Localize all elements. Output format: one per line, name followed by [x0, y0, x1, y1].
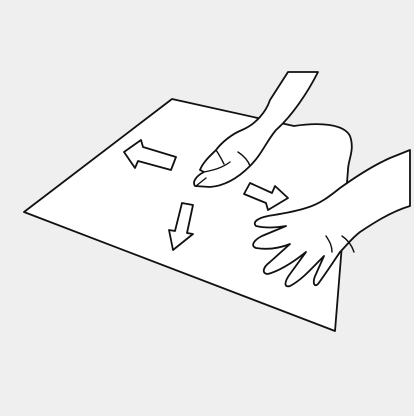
instruction-illustration [0, 0, 414, 416]
smoothing-sheet-diagram [0, 0, 414, 416]
